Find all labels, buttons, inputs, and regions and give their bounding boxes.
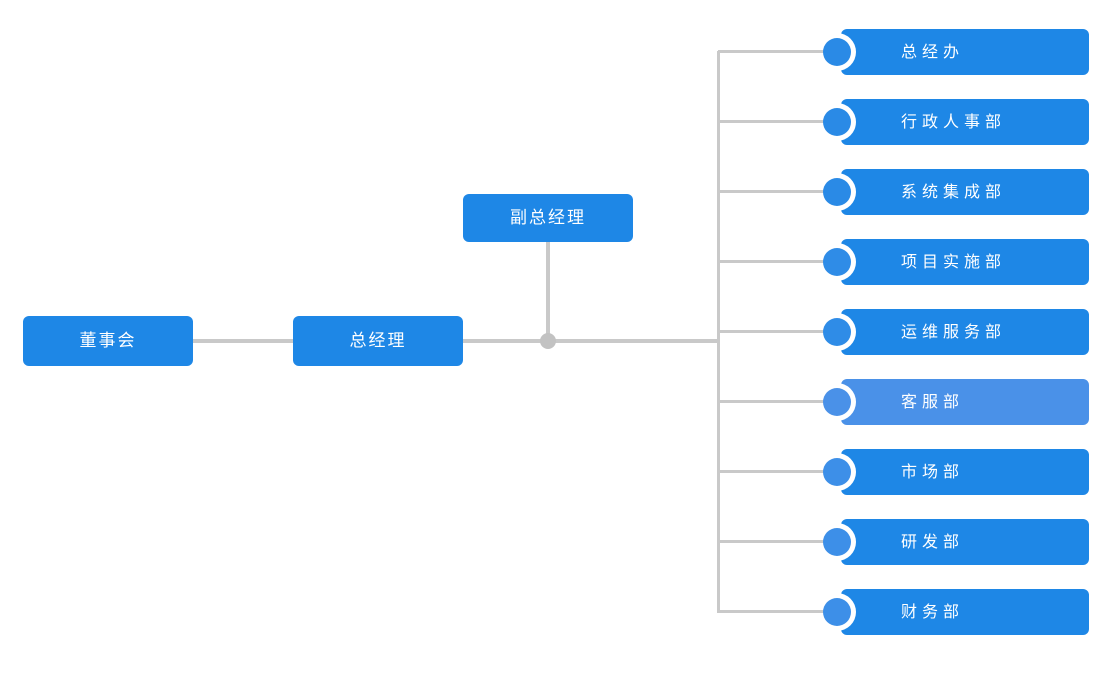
branch-line	[718, 540, 834, 543]
dept-item-system-integration: 系统集成部	[718, 169, 1089, 215]
dept-bar[interactable]: 市场部	[841, 449, 1089, 495]
dept-bar[interactable]: 行政人事部	[841, 99, 1089, 145]
dept-item-project-implementation: 项目实施部	[718, 239, 1089, 285]
collapse-toggle[interactable]	[823, 458, 851, 486]
collapse-toggle[interactable]	[823, 108, 851, 136]
node-deputy-general-manager[interactable]: 副总经理	[463, 194, 633, 242]
dept-bar[interactable]: 项目实施部	[841, 239, 1089, 285]
node-board-of-directors[interactable]: 董事会	[23, 316, 193, 366]
collapse-toggle[interactable]	[823, 388, 851, 416]
dept-bar[interactable]: 研发部	[841, 519, 1089, 565]
dept-item-admin-hr: 行政人事部	[718, 99, 1089, 145]
junction-dot	[540, 333, 556, 349]
collapse-toggle[interactable]	[823, 178, 851, 206]
dept-item-ops-maintenance: 运维服务部	[718, 309, 1089, 355]
dept-bar[interactable]: 总经办	[841, 29, 1089, 75]
dept-bar[interactable]: 财务部	[841, 589, 1089, 635]
node-general-manager[interactable]: 总经理	[293, 316, 463, 366]
branch-line	[718, 470, 834, 473]
dept-bar[interactable]: 系统集成部	[841, 169, 1089, 215]
branch-line	[718, 610, 834, 613]
branch-line	[718, 330, 834, 333]
dept-bar-highlighted[interactable]: 客服部	[841, 379, 1089, 425]
branch-line	[718, 400, 834, 403]
dept-bar[interactable]: 运维服务部	[841, 309, 1089, 355]
collapse-toggle[interactable]	[823, 598, 851, 626]
collapse-toggle[interactable]	[823, 528, 851, 556]
dept-item-marketing: 市场部	[718, 449, 1089, 495]
collapse-toggle[interactable]	[823, 318, 851, 346]
dept-item-general-manager-office: 总经办	[718, 29, 1089, 75]
branch-line	[718, 190, 834, 193]
dept-item-research-development: 研发部	[718, 519, 1089, 565]
dept-item-finance: 财务部	[718, 589, 1089, 635]
branch-line	[718, 120, 834, 123]
collapse-toggle[interactable]	[823, 248, 851, 276]
dept-item-customer-service: 客服部	[718, 379, 1089, 425]
branch-line	[718, 50, 834, 53]
collapse-toggle[interactable]	[823, 38, 851, 66]
connector-deputy-vertical	[546, 242, 550, 341]
branch-line	[718, 260, 834, 263]
